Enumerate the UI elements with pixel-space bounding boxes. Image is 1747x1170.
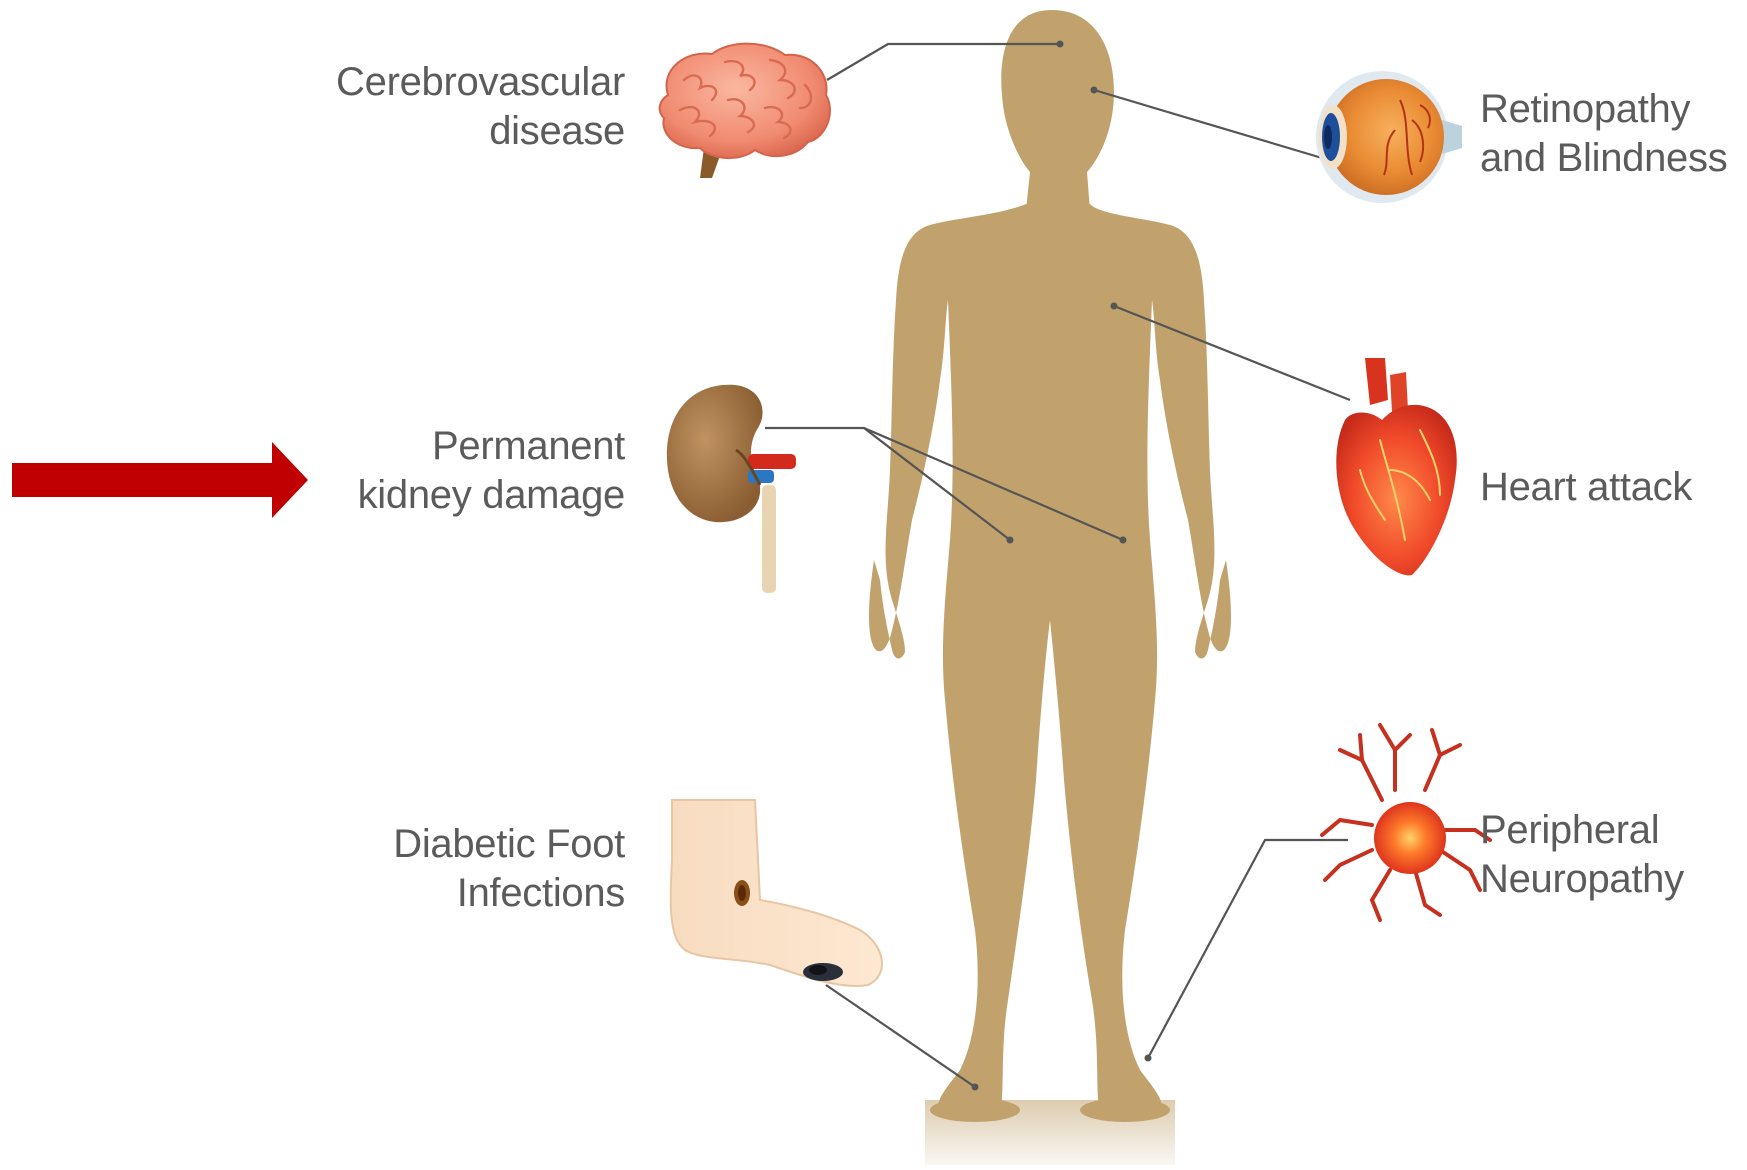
label-foot-line2: Infections <box>393 869 625 918</box>
label-diabetic-foot: Diabetic Foot Infections <box>393 820 625 918</box>
foot-ulcer-icon <box>671 800 882 986</box>
label-kidney-line2: kidney damage <box>358 471 625 520</box>
label-kidney-damage: Permanent kidney damage <box>358 422 625 520</box>
kidney-icon <box>667 385 796 593</box>
neuron-icon <box>1322 725 1490 920</box>
label-heart-line1: Heart attack <box>1480 463 1692 512</box>
leader-line-foot <box>826 985 975 1087</box>
brain-icon <box>660 44 830 178</box>
label-retinopathy-line2: and Blindness <box>1480 134 1727 183</box>
human-body-silhouette <box>869 10 1231 1165</box>
label-neuropathy-line2: Neuropathy <box>1480 855 1684 904</box>
label-peripheral-neuropathy: Peripheral Neuropathy <box>1480 806 1684 904</box>
label-kidney-line1: Permanent <box>358 422 625 471</box>
leader-line-neuro <box>1148 840 1348 1058</box>
highlight-arrow <box>12 442 308 518</box>
label-neuropathy-line1: Peripheral <box>1480 806 1684 855</box>
label-foot-line1: Diabetic Foot <box>393 820 625 869</box>
eye-icon <box>1316 71 1462 203</box>
body-head <box>1001 10 1114 210</box>
label-cerebrovascular-line2: disease <box>336 107 625 156</box>
heart-icon <box>1336 358 1456 575</box>
body-trunk <box>869 204 1231 1115</box>
label-cerebrovascular-disease: Cerebrovascular disease <box>336 58 625 156</box>
label-retinopathy: Retinopathy and Blindness <box>1480 85 1727 183</box>
leader-line-eye <box>1094 90 1322 158</box>
label-cerebrovascular-line1: Cerebrovascular <box>336 58 625 107</box>
label-heart-attack: Heart attack <box>1480 463 1692 512</box>
label-retinopathy-line1: Retinopathy <box>1480 85 1727 134</box>
